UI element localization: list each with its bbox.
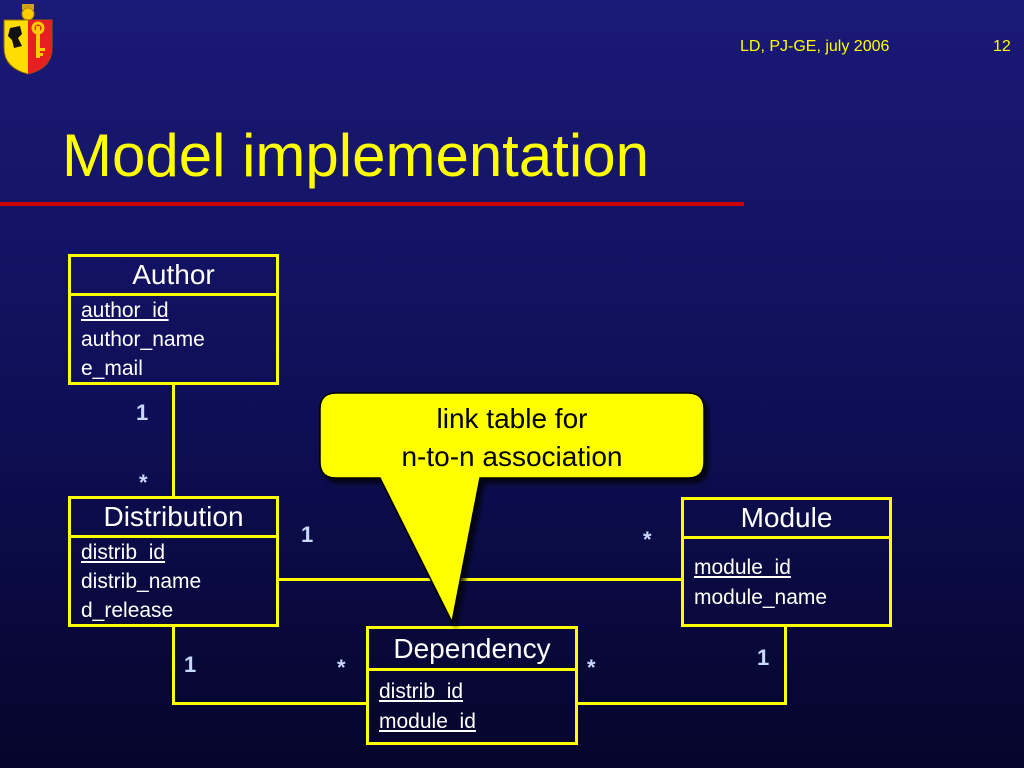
field-author-id: author_id xyxy=(81,299,169,322)
title-divider xyxy=(0,202,744,206)
field-d-release: d_release xyxy=(81,599,174,622)
field-module-name: module_name xyxy=(694,586,828,609)
mult-distribution-module-side: 1 xyxy=(301,522,314,547)
mult-distribution-dependency-side: 1 xyxy=(184,652,197,677)
mult-dependency-module-side: * xyxy=(587,655,596,680)
entity-module: Module module_id module_name xyxy=(681,497,892,627)
mult-module-dependency-side: 1 xyxy=(757,645,770,670)
page-number: 12 xyxy=(993,38,1011,55)
connector-dependency-module-vertical xyxy=(784,625,787,705)
field-e-mail: e_mail xyxy=(81,357,143,380)
mult-module-distribution-side: * xyxy=(643,527,652,552)
connector-distribution-dependency-vertical xyxy=(172,625,175,705)
entity-dependency-name: Dependency xyxy=(369,629,575,671)
callout-line-1: link table for xyxy=(436,403,588,434)
connector-dependency-module-horizontal xyxy=(576,702,787,705)
field-distrib-name: distrib_name xyxy=(81,570,202,593)
mult-author-side: 1 xyxy=(136,400,149,425)
entity-distribution: Distribution distrib_id distrib_name d_r… xyxy=(68,496,279,627)
connector-distribution-dependency-horizontal xyxy=(172,702,368,705)
connector-distribution-module xyxy=(277,578,683,581)
mult-distribution-author-side: * xyxy=(139,470,148,495)
callout-line-2: n-to-n association xyxy=(401,441,623,472)
entity-author: Author author_id author_name e_mail xyxy=(68,254,279,385)
header-meta: LD, PJ-GE, july 2006 xyxy=(740,38,890,55)
field-distrib-id: distrib_id xyxy=(81,541,166,564)
entity-dependency: Dependency distrib_id module_id xyxy=(366,626,578,745)
connector-author-distribution xyxy=(172,383,175,497)
field-dep-distrib-id: distrib_id xyxy=(379,680,464,703)
field-author-name: author_name xyxy=(81,328,205,351)
mult-dependency-distribution-side: * xyxy=(337,655,346,680)
callout-text: link table for n-to-n association xyxy=(322,400,702,476)
field-dep-module-id: module_id xyxy=(379,710,476,733)
field-module-id: module_id xyxy=(694,556,791,579)
entity-module-name: Module xyxy=(684,500,889,539)
coat-of-arms-logo xyxy=(3,4,53,75)
entity-distribution-name: Distribution xyxy=(71,499,276,538)
entity-author-name: Author xyxy=(71,257,276,296)
page-title: Model implementation xyxy=(62,122,649,189)
